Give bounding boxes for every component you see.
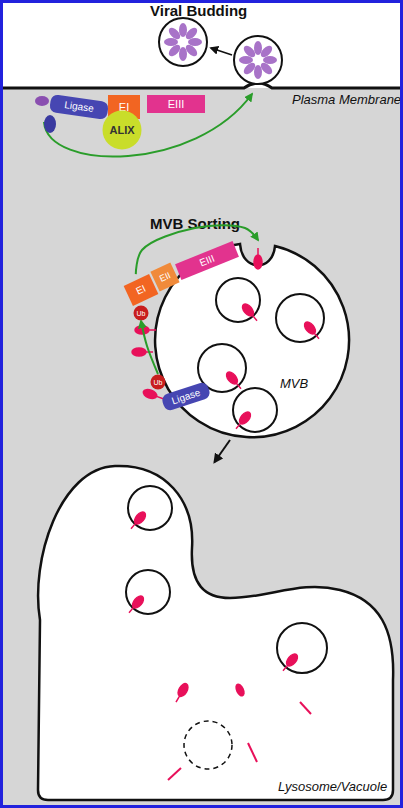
- compartment-membrane: [38, 466, 393, 800]
- node-text: EIII: [168, 99, 185, 110]
- virus-core: [259, 61, 275, 77]
- ligase-enzyme: Ligase: [49, 94, 109, 120]
- cytoplasm: [0, 88, 403, 808]
- virus-envelope: [159, 18, 207, 66]
- node-text: Ub: [137, 310, 146, 317]
- ubiquitin-tag: Ub: [150, 374, 166, 390]
- virus-particle: [234, 36, 282, 84]
- virus-core: [184, 43, 200, 59]
- virus-core: [164, 38, 178, 46]
- virus-particle: [159, 18, 207, 66]
- virus-core: [242, 44, 258, 60]
- extracellular-space: [0, 0, 403, 88]
- virus-core: [263, 56, 277, 64]
- cargo-protein: [132, 348, 153, 356]
- virus-core: [167, 26, 183, 42]
- recruitment-arrow: [44, 94, 252, 157]
- virus-envelope: [234, 36, 282, 84]
- virus-core: [167, 43, 183, 59]
- virus-core: [184, 26, 200, 42]
- node-text: Ub: [154, 379, 163, 386]
- node-text: MVB: [280, 377, 308, 390]
- virus-core: [254, 41, 262, 55]
- plasma-membrane: [0, 83, 403, 88]
- section-heading: MVB Sorting: [150, 216, 240, 231]
- lysosome-vacuole: Lysosome/Vacuole: [32, 462, 397, 804]
- cargo-protein: [135, 326, 156, 334]
- compartment-membrane: [155, 244, 349, 437]
- release-arrow: [211, 48, 232, 55]
- node-text: EI: [135, 283, 148, 296]
- node-text: Lysosome/Vacuole: [278, 780, 387, 793]
- node-text: Ligase: [64, 100, 95, 114]
- outline-shape: [32, 462, 397, 804]
- escrt-iii-box: EIII: [147, 95, 205, 113]
- ubiquitin-tag: Ub: [133, 305, 149, 321]
- virus-core: [239, 56, 253, 64]
- node-text: ALIX: [109, 125, 134, 136]
- ligase-domain: [44, 115, 56, 133]
- virus-core: [242, 61, 258, 77]
- adaptor-protein: [35, 96, 49, 106]
- virus-core: [254, 65, 262, 79]
- node-text: EII: [158, 271, 172, 284]
- protein-circle: [134, 306, 149, 321]
- alix-protein: ALIX: [102, 110, 142, 150]
- virus-core: [179, 23, 187, 37]
- membrane-label: Plasma Membrane: [292, 93, 401, 106]
- protein-circle: [103, 111, 142, 150]
- protein-circle: [151, 375, 166, 390]
- pathway-arrow: [215, 440, 231, 462]
- virus-core: [188, 38, 202, 46]
- node-text: EIII: [198, 253, 216, 268]
- virus-core: [179, 47, 187, 61]
- section-heading: Viral Budding: [150, 3, 247, 18]
- virus-core: [259, 44, 275, 60]
